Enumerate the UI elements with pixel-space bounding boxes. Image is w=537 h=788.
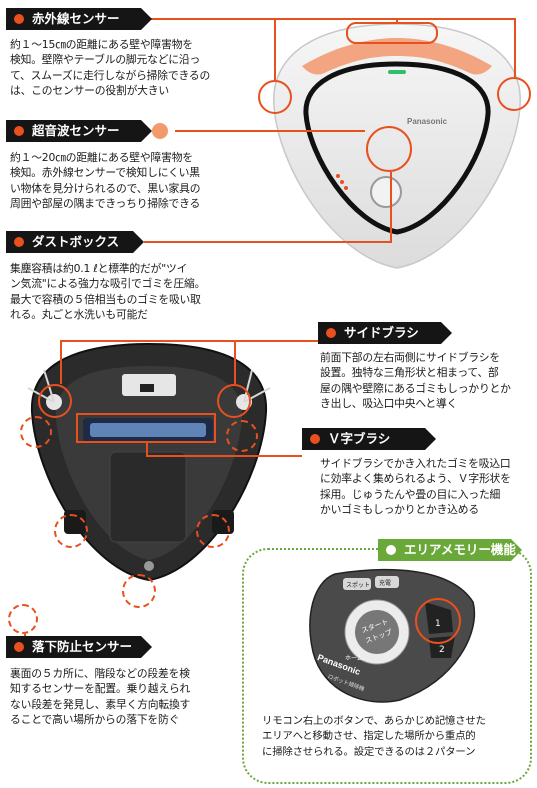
vbrush-tag: Ｖ字ブラシ — [302, 428, 436, 450]
sidebrush-tag: サイドブラシ — [318, 322, 452, 344]
infrared-desc-line: は、このセンサーの役割が大きい — [10, 84, 169, 98]
sidebrush-ring-left — [38, 384, 72, 418]
infrared-sensor-box — [346, 22, 438, 44]
dustbox-desc-line: れる。丸ごと水洗いも可能だ — [10, 308, 148, 322]
area-memory-desc-line: エリアへと移動させ、指定した場所から重点的 — [262, 730, 476, 743]
vbrush-desc-line: に効率よく集められるよう、Ｖ字形状を — [320, 472, 511, 486]
dustbox-connector-up — [390, 172, 392, 243]
ultrasonic-sensor-label: 超音波センサー — [32, 123, 120, 138]
dustbox-desc-line: ン気流"による強力な吸引でゴミを圧縮。 — [10, 277, 206, 291]
vbrush-desc-line: サイドブラシでかき入れたゴミを吸込口 — [320, 457, 511, 470]
fall-sensor-ring-5 — [122, 574, 156, 608]
remote-area2-label: 2 — [439, 645, 445, 655]
fall-prevention-label: 落下防止センサー — [32, 639, 133, 654]
fall-sensor-legend-ring — [8, 604, 38, 634]
sidebrush-desc-line: き出し、吸込口中央へと導く — [320, 397, 458, 411]
sidebrush-ring-right — [217, 384, 251, 418]
infrared-sensor-tag: 赤外線センサー — [6, 8, 152, 30]
dustbox-description: 集塵容積は約0.1 ℓと標準的だが"ツイ ン気流"による強力な吸引でゴミを圧縮。… — [10, 261, 265, 323]
area-memory-label: エリアメモリー機能 — [404, 542, 516, 557]
infrared-desc-line: 約１～15㎝の距離にある壁や障害物を — [10, 38, 193, 51]
dustbox-desc-line: 最大で容積の５倍相当ものゴミを吸い取 — [10, 292, 201, 306]
fall-sensor-ring-2 — [226, 420, 258, 452]
fall-prevention-desc-line: 知するセンサーを配置。乗り越えられ — [10, 682, 191, 696]
sidebrush-desc-line: 前面下部の左右両側にサイドブラシを — [320, 351, 500, 364]
infrared-connector-right — [398, 18, 514, 20]
remote-spot-label: スポット — [346, 581, 370, 589]
ultrasonic-desc-line: い物体を見分けられるので、黒い家具の — [10, 181, 201, 195]
robot-brand-label: Panasonic — [407, 117, 448, 126]
ultrasonic-sensor-tag: 超音波センサー — [6, 120, 152, 142]
fall-sensor-ring-4 — [196, 514, 230, 548]
vbrush-connector-down — [146, 443, 148, 457]
vbrush-desc-line: かいゴミもしっかりとかき込める — [320, 503, 479, 517]
vbrush-label: Ｖ字ブラシ — [328, 431, 391, 446]
area-memory-description: リモコン右上のボタンで、あらかじめ記憶させた エリアへと移動させ、指定した場所か… — [262, 714, 524, 760]
infrared-sensor-ring-right — [497, 77, 531, 111]
fall-sensor-ring-1 — [20, 416, 52, 448]
sidebrush-connector-left-down — [60, 340, 62, 384]
infrared-connector — [148, 18, 398, 20]
robot-underside-image — [27, 342, 271, 582]
infrared-sensor-description: 約１～15㎝の距離にある壁や障害物を 検知。壁際やテーブルの脚元などに沿っ て、… — [10, 37, 265, 99]
infrared-sensor-label: 赤外線センサー — [32, 11, 120, 26]
ultrasonic-desc-line: 約１～20㎝の距離にある壁や障害物を — [10, 151, 193, 164]
area-button-highlight-ring — [415, 598, 461, 644]
sidebrush-desc-line: 設置。独特な三角形状と相まって、部 — [320, 366, 499, 380]
area-memory-desc-line: リモコン右上のボタンで、あらかじめ記憶させた — [262, 715, 486, 727]
fall-prevention-description: 裏面の５カ所に、階段などの段差を検 知するセンサーを配置。乗り越えられ ない段差… — [10, 666, 240, 728]
area-memory-tag: エリアメモリー機能 — [378, 539, 522, 561]
vbrush-connector — [146, 455, 302, 457]
infrared-connector-down-center — [396, 18, 398, 22]
fall-prevention-desc-line: ない段差を発見し、素早く方向転換す — [10, 697, 191, 711]
dustbox-label: ダストボックス — [32, 234, 120, 249]
vbrush-desc-line: 採用。じゅうたんや畳の目に入った細 — [320, 487, 501, 501]
fall-prevention-desc-line: 裏面の５カ所に、階段などの段差を検 — [10, 667, 190, 680]
infrared-desc-line: 検知。壁際やテーブルの脚元などに沿っ — [10, 53, 201, 67]
fall-prevention-tag: 落下防止センサー — [6, 636, 152, 658]
vbrush-description: サイドブラシでかき入れたゴミを吸込口 に効率よく集められるよう、Ｖ字形状を 採用… — [320, 456, 534, 518]
infrared-sensor-ring-left — [258, 80, 292, 114]
infrared-desc-line: て、スムーズに走行しながら掃除できるの — [10, 68, 211, 82]
ultrasonic-pin-dot — [152, 123, 168, 139]
infrared-connector-down-right — [514, 18, 516, 77]
remote-home-label: ホーム — [345, 655, 363, 662]
vbrush-highlight-box — [76, 413, 216, 443]
remote-charge-label: 充電 — [379, 579, 391, 587]
ultrasonic-sensor-ring — [366, 126, 412, 172]
dustbox-desc-line: 集塵容積は約0.1 ℓと標準的だが"ツイ — [10, 262, 188, 275]
sidebrush-desc-line: 屋の隅や壁際にあるゴミもしっかりとか — [320, 381, 511, 395]
area-memory-desc-line: に掃除させられる。設定できるのは２パターン — [262, 745, 476, 758]
sidebrush-connector — [60, 340, 320, 342]
dustbox-connector — [144, 241, 392, 243]
fall-prevention-desc-line: ることで高い場所からの落下を防ぐ — [10, 713, 180, 727]
ultrasonic-connector — [175, 130, 365, 132]
ultrasonic-sensor-description: 約１～20㎝の距離にある壁や障害物を 検知。赤外線センサーで検知しにくい黒 い物… — [10, 150, 265, 212]
sidebrush-connector-right-down — [234, 340, 236, 384]
dustbox-tag: ダストボックス — [6, 231, 144, 253]
ultrasonic-desc-line: 周囲や部屋の隅まできっちり掃除できる — [10, 197, 201, 211]
fall-sensor-ring-3 — [54, 514, 88, 548]
sidebrush-label: サイドブラシ — [344, 325, 419, 340]
ultrasonic-desc-line: 検知。赤外線センサーで検知しにくい黒 — [10, 166, 200, 180]
infrared-connector-down-left — [274, 18, 276, 80]
sidebrush-description: 前面下部の左右両側にサイドブラシを 設置。独特な三角形状と相まって、部 屋の隅や… — [320, 350, 534, 412]
